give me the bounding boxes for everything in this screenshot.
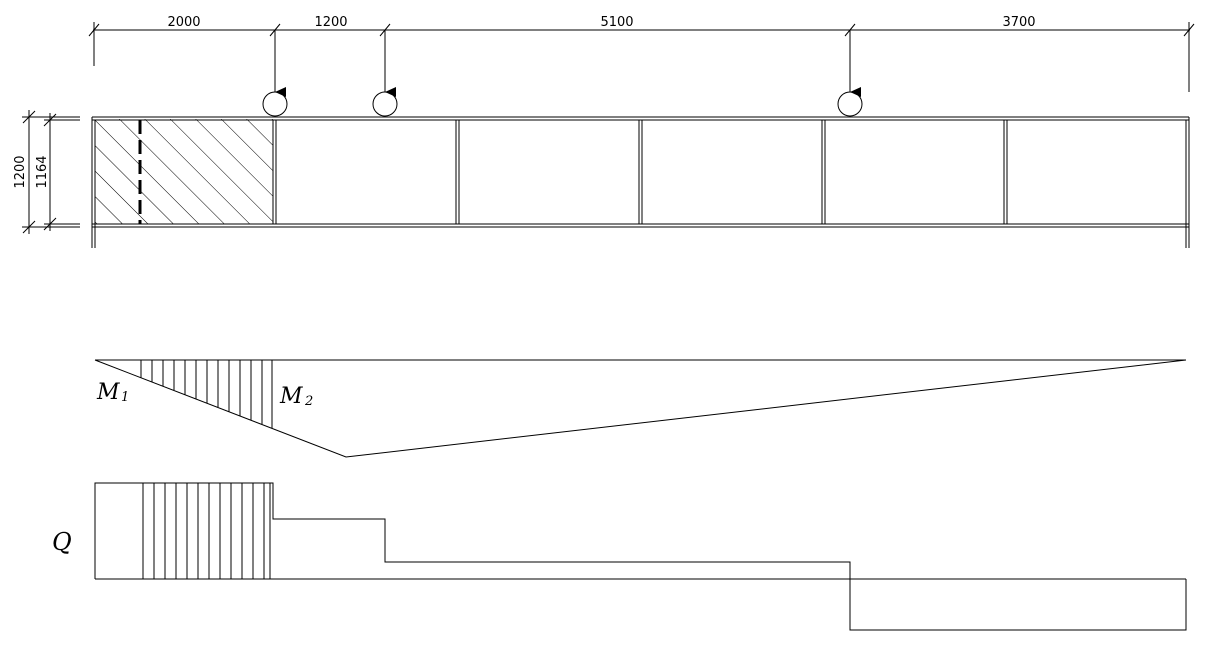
dimension-label: 1200 [314,15,347,30]
dimension-tick [43,217,57,231]
dimension-tick [22,220,36,234]
m1-subscript: 1 [121,390,129,405]
shear-diagram: Q [52,482,1187,631]
m1-label: M [96,380,120,405]
shear-curve [94,482,1187,631]
point-loads [262,30,863,117]
dimension-tick [22,110,36,124]
dimension-tick [43,113,57,127]
hatched-zone [95,119,273,224]
moment-curve [94,359,1187,458]
dimension-label: 1164 [35,155,50,188]
shear-hatching [142,483,271,579]
moment-diagram: M 1 M 2 [94,359,1187,458]
wheel-load [837,91,863,117]
top-dimension-chain: 2000 1200 5100 3700 [88,15,1195,92]
m2-subscript: 2 [304,394,313,409]
wheel-load [372,91,398,117]
wheel-load [262,91,288,117]
dimension-label: 5100 [600,15,633,30]
dimension-tick [88,23,100,37]
m2-label: M [279,384,303,409]
q-label: Q [52,528,72,556]
beam-elevation [91,116,1190,248]
left-dimension-chain: 1200 1164 [13,110,80,234]
dimension-label: 2000 [167,15,200,30]
dimension-label: 1200 [13,155,28,188]
dimension-tick [1183,23,1195,37]
dimension-label: 3700 [1002,15,1035,30]
moment-hatching [140,360,273,428]
